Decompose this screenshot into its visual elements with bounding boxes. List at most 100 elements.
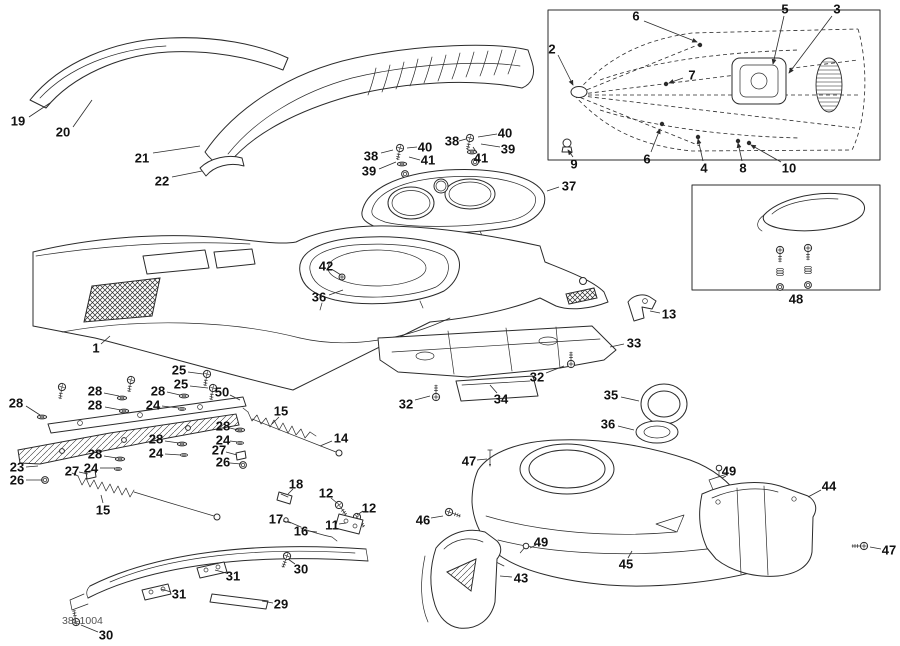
callout-31: 31 [172,587,186,602]
mirror [762,192,865,232]
leader-line [25,405,41,416]
screw-glyph [55,382,67,400]
diagram-code: 38L1004 [62,615,103,627]
leader-line [356,510,364,516]
callout-37: 37 [562,179,576,194]
rod-14 [251,418,343,457]
callout-27: 27 [65,464,79,479]
spacer-27 [85,469,97,480]
leader-line [28,102,51,118]
leader-line [472,146,478,154]
leader-line [214,569,227,574]
bushing-18 [276,491,293,505]
washer-glyph [178,393,190,399]
leader-line [25,465,39,468]
callout-33: 33 [627,336,641,351]
hood-slot [565,287,598,305]
callout-20: 20 [56,125,70,140]
callout-40: 40 [418,140,432,155]
lockwasher-glyph [776,267,784,277]
rod-16 [300,527,338,542]
leader-line [100,494,104,504]
fastener-set [36,369,247,484]
gill-vents [367,49,517,96]
gauge-right [444,178,496,210]
callout-25: 25 [172,363,186,378]
callout-47: 47 [882,543,896,558]
callout-36: 36 [601,417,615,432]
callout-28: 28 [9,396,23,411]
callout-8: 8 [739,161,746,176]
leader-line [869,546,882,550]
leader-line [72,99,93,128]
callout-30: 30 [294,562,308,577]
callout-14: 14 [334,431,349,446]
leader-line [103,392,120,397]
callout-28: 28 [149,432,163,447]
callout-31: 31 [226,569,240,584]
bumper-assembly [69,546,369,627]
floor-panel [377,325,617,402]
callout-28: 28 [88,384,102,399]
screw-glyph [200,369,212,387]
callout-13: 13 [662,307,676,322]
support-bracket-13 [627,294,657,322]
leader-line [750,144,782,163]
side-panel-44 [699,464,817,577]
leader-line [271,416,280,425]
leader-line [617,425,635,431]
callout-28: 28 [88,398,102,413]
callout-49: 49 [722,464,736,479]
leader-line [164,440,180,444]
washer-glyph [396,161,408,167]
bumper-bracket-31 [196,561,228,579]
screw-glyph [851,541,869,551]
nut-glyph [804,281,812,289]
leader-line [103,455,118,459]
screw-glyph [124,375,136,393]
callout-39: 39 [501,142,515,157]
lockwasher-glyph [178,407,186,411]
leader-line [229,462,242,465]
leader-line [649,310,661,314]
callout-21: 21 [135,151,149,166]
screw-glyph [775,245,785,263]
callout-6: 6 [632,9,639,24]
inset-border [547,9,881,161]
mirror-kit-border [691,184,881,291]
leader-line [406,146,418,149]
leader-line [414,395,431,401]
leader-line [282,520,292,524]
screw-glyph [431,384,441,402]
callout-39: 39 [362,164,376,179]
callout-41: 41 [421,153,435,168]
callout-30: 30 [99,628,113,643]
leader-line [338,522,347,525]
callout-10: 10 [782,161,796,176]
leader-line [287,558,296,565]
callout-16: 16 [294,524,308,539]
leader-line [229,427,239,431]
screw-glyph [803,243,813,261]
callout-44: 44 [822,479,837,494]
leader-line [152,145,201,154]
leader-line [546,186,560,192]
callout-7: 7 [688,68,695,83]
inset-console [731,57,787,105]
washer-glyph [116,395,128,401]
callout-24: 24 [84,461,99,476]
leader-line [545,365,565,374]
leader-line [430,515,444,519]
inset-gauge-pod [570,86,588,98]
leader-line [100,335,111,345]
leader-line [807,489,822,498]
latch-parts [276,491,368,542]
callout-28: 28 [88,447,102,462]
leader-line [499,575,513,578]
spring-lower [71,472,221,521]
callout-22: 22 [155,174,169,189]
hood-vent-right [213,248,256,269]
callout-50: 50 [215,385,229,400]
callout-1: 1 [92,341,99,356]
